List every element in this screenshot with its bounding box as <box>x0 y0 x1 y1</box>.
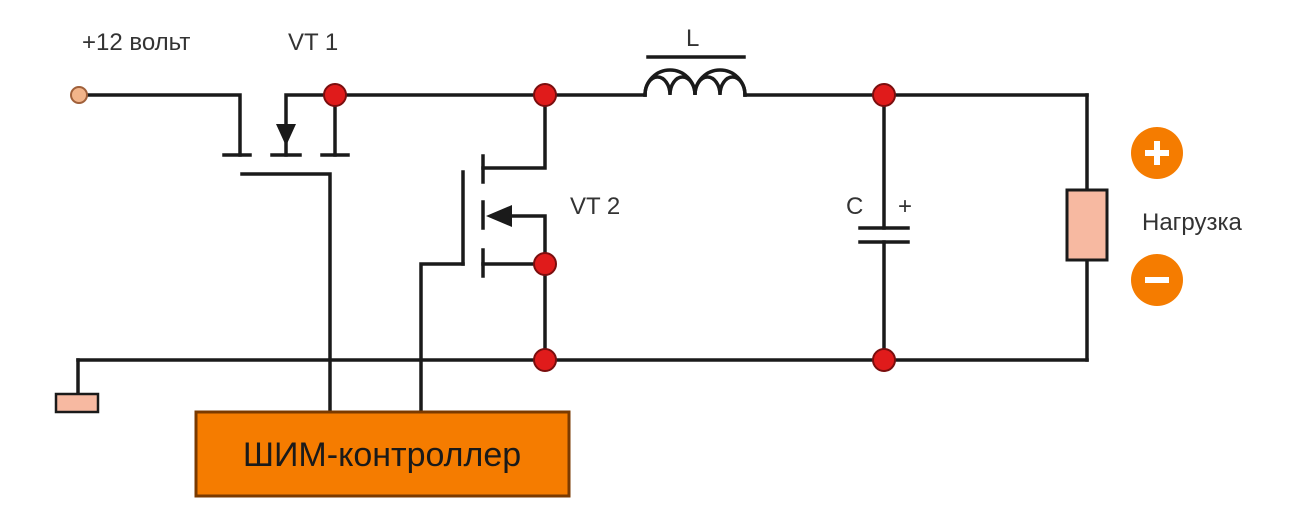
vt1-gate-wire <box>240 172 332 414</box>
load-resistor <box>1065 188 1109 262</box>
input-terminal <box>70 86 88 104</box>
ground-icon <box>54 392 100 414</box>
input-wire <box>77 93 242 157</box>
minus-circle-icon <box>1131 254 1183 306</box>
node-cap-top <box>872 83 896 107</box>
node-cap-bottom <box>872 348 896 372</box>
node-switch-top <box>533 83 557 107</box>
wires <box>76 55 1089 414</box>
node-vt1 <box>323 83 347 107</box>
inductor-label: L <box>686 25 699 52</box>
capacitor-polarity-label: + <box>898 193 912 220</box>
vt1-arrow-icon <box>276 124 296 146</box>
node-vt2-source <box>533 252 557 276</box>
vt2-label: VT 2 <box>570 193 620 220</box>
capacitor-label: C <box>846 193 863 220</box>
input-voltage-label: +12 вольт <box>82 29 190 56</box>
junction-nodes <box>323 83 896 372</box>
vt1-label: VT 1 <box>288 29 338 56</box>
vt2-body-wire <box>498 214 547 266</box>
load-label: Нагрузка <box>1142 209 1243 236</box>
vt2-drain-wire <box>481 93 547 170</box>
vt2-gate-wire <box>419 262 465 414</box>
pwm-controller-label: ШИМ-контроллер <box>243 436 521 474</box>
inductor-coil-inner <box>643 75 747 97</box>
node-switch-bottom <box>533 348 557 372</box>
pwm-controller-box <box>194 410 571 498</box>
plus-circle-icon <box>1131 127 1183 179</box>
vt2-arrow-icon <box>486 205 512 227</box>
